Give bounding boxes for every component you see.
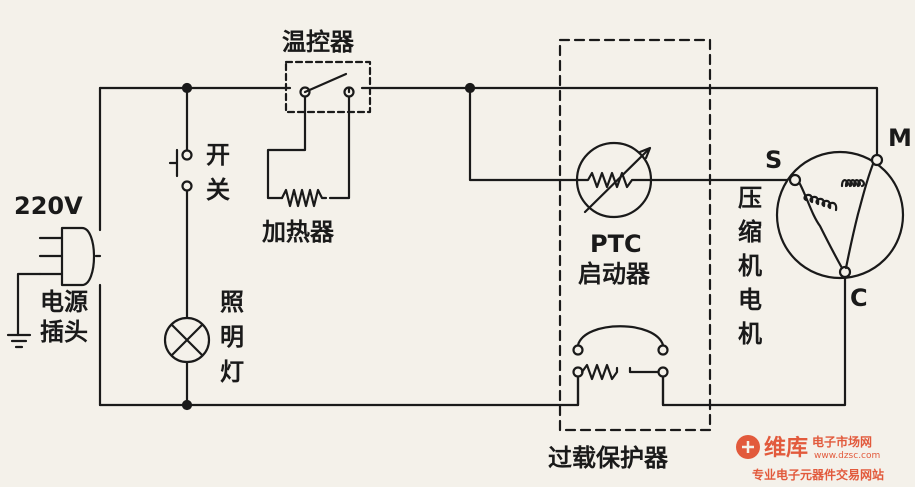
- starter-label: 启动器: [578, 260, 651, 288]
- terminal-c-label: C: [850, 284, 868, 312]
- wire-bottom: [98, 273, 847, 407]
- switch-label-1: 开: [206, 141, 230, 169]
- thermostat-switch: [299, 72, 355, 98]
- watermark-brand: 维库: [764, 435, 808, 461]
- compressor-motor: [775, 150, 905, 280]
- compressor-label-4: 电: [738, 286, 762, 314]
- ptc-thermistor: [575, 141, 653, 219]
- ptc-label: PTC: [590, 230, 642, 258]
- power-plug: [6, 226, 102, 349]
- watermark-slogan: 专业电子元器件交易网站: [752, 467, 884, 482]
- lamp-label-3: 灯: [220, 358, 244, 386]
- wire-top: [98, 86, 879, 157]
- lamp-label-2: 明: [220, 323, 244, 351]
- compressor-label-2: 缩: [738, 218, 762, 246]
- wire-ptc: [468, 86, 790, 182]
- overload-protector: [572, 325, 669, 407]
- overload-label: 过载保护器: [548, 444, 669, 472]
- watermark: 维库 电子市场网 www.dzsc.com 专业电子元器件交易网站: [736, 434, 884, 482]
- heater-coil: [280, 188, 328, 208]
- terminal-s-label: S: [765, 146, 782, 174]
- compressor-label-1: 压: [738, 184, 762, 212]
- thermostat-label: 温控器: [282, 28, 355, 56]
- compressor-label-5: 机: [738, 320, 762, 348]
- terminal-m-label: M: [888, 124, 912, 152]
- heater-label: 加热器: [262, 218, 335, 246]
- wire-heater: [266, 95, 351, 200]
- voltage-label: 220V: [14, 192, 83, 220]
- lamp-symbol: [163, 316, 211, 364]
- starter-protector-box: [558, 38, 712, 432]
- plug-label-1: 电源: [40, 288, 88, 316]
- plug-label-2: 插头: [40, 318, 88, 346]
- door-switch: [168, 148, 193, 192]
- lamp-label-1: 照: [220, 288, 244, 316]
- watermark-brand-suffix: 电子市场网: [812, 434, 872, 449]
- compressor-label-3: 机: [738, 252, 762, 280]
- thermostat-box: [284, 60, 372, 114]
- switch-label-2: 关: [206, 176, 230, 204]
- watermark-url: www.dzsc.com: [814, 451, 880, 461]
